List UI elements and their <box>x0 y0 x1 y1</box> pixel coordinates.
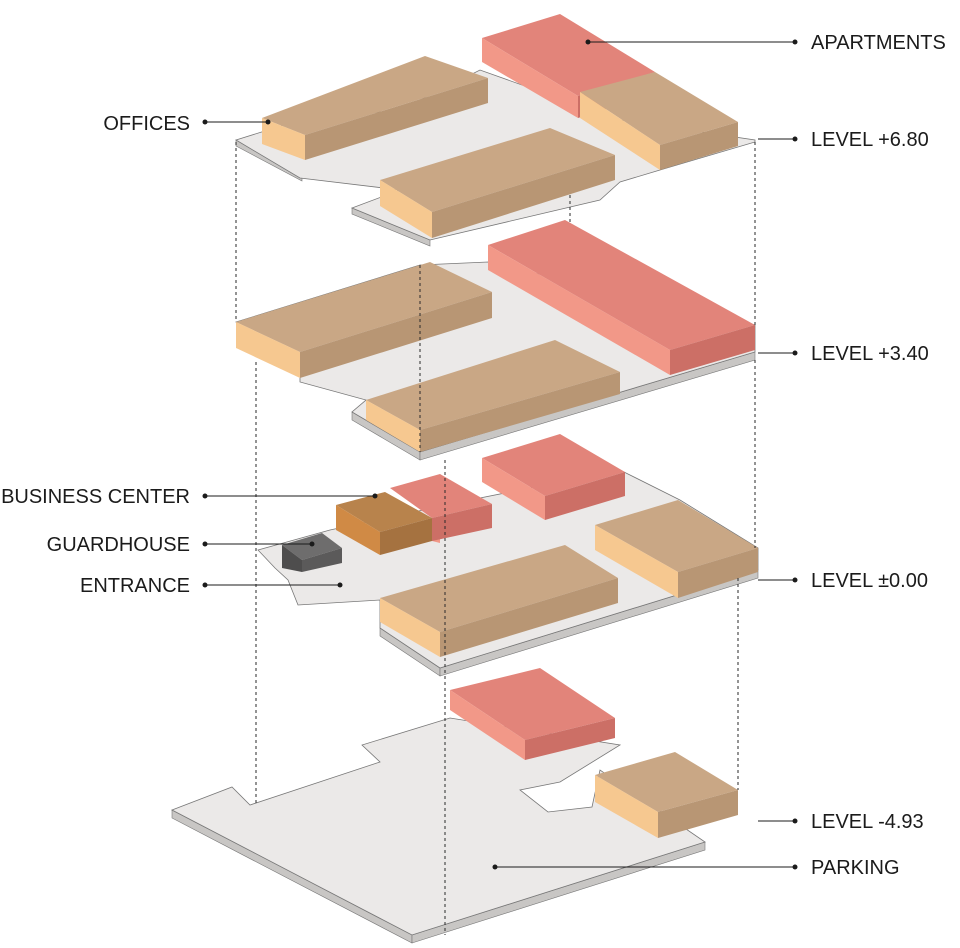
leader-dot <box>202 582 208 588</box>
block-front <box>336 505 380 555</box>
block-side <box>658 790 738 838</box>
block-top <box>380 545 618 632</box>
block-top <box>236 262 492 352</box>
block-side <box>302 548 342 572</box>
block-front <box>380 598 440 657</box>
leader-dot <box>372 493 378 499</box>
block-side <box>432 504 492 541</box>
block-top <box>380 128 615 212</box>
leader-dot <box>337 582 343 588</box>
leader-dot <box>585 39 591 45</box>
block-side <box>678 548 758 598</box>
ground-office-block-long <box>380 545 618 657</box>
block-side <box>670 325 755 375</box>
leader-dot <box>792 350 798 356</box>
label-business-center: BUSINESS CENTER <box>1 486 190 508</box>
block-side <box>660 122 738 170</box>
ground-office-block-right <box>595 500 758 598</box>
block-front <box>580 92 660 170</box>
leader-dot <box>792 577 798 583</box>
leader-dot <box>202 541 208 547</box>
label-apartments: APARTMENTS <box>811 32 946 54</box>
leader-dot <box>792 864 798 870</box>
label-level-493: LEVEL -4.93 <box>811 811 924 833</box>
level680-office-block-right <box>580 72 738 170</box>
block-top <box>390 474 492 518</box>
block-side <box>420 372 620 452</box>
level-plus-3-40-group <box>235 220 756 461</box>
label-parking: PARKING <box>811 857 900 879</box>
level-plus-6-80-group <box>235 14 756 247</box>
block-front <box>595 775 658 838</box>
block-front <box>488 245 670 375</box>
block-top <box>482 14 655 96</box>
parking-slab <box>171 717 706 936</box>
block-side <box>300 292 492 378</box>
label-entrance: ENTRANCE <box>80 575 190 597</box>
block-top <box>595 752 738 812</box>
block-side <box>432 155 615 238</box>
block-side <box>545 472 625 520</box>
parking-apartment-block <box>450 668 615 760</box>
block-top <box>450 668 615 740</box>
leader-dot <box>792 818 798 824</box>
leader-dot <box>202 119 208 125</box>
block-front <box>282 545 302 572</box>
block-top <box>262 56 488 135</box>
leader-dot <box>202 493 208 499</box>
level680-office-block-front <box>380 128 615 238</box>
block-front <box>366 400 420 452</box>
vertical-guides <box>235 142 756 935</box>
block-front <box>595 525 678 598</box>
block-top <box>580 72 738 145</box>
label-level-340: LEVEL +3.40 <box>811 343 929 365</box>
ground-apartment-block <box>482 434 625 520</box>
block-front <box>450 690 525 760</box>
block-top <box>482 434 625 496</box>
block-side <box>440 578 618 657</box>
block-front <box>482 38 578 118</box>
level-0-00-group <box>257 434 759 677</box>
block-top <box>366 340 620 430</box>
block-front <box>262 118 305 160</box>
leader-dot <box>792 136 798 142</box>
label-level-000: LEVEL ±0.00 <box>811 570 928 592</box>
block-side <box>305 78 488 160</box>
block-side <box>380 518 432 555</box>
leader-dot <box>492 864 498 870</box>
parking-office-block <box>595 752 738 838</box>
block-top <box>595 500 758 572</box>
leader-dot <box>309 541 315 547</box>
level340-office-block-left <box>236 262 492 378</box>
ground-apartment-block-small <box>390 474 492 543</box>
labels: APARTMENTS OFFICES LEVEL +6.80 LEVEL +3.… <box>1 32 946 879</box>
level340-office-block-front <box>366 340 620 452</box>
leader-dot <box>792 39 798 45</box>
level340-apartment-block <box>488 220 755 375</box>
business-center-block <box>336 492 432 555</box>
level680-office-block-left <box>262 56 488 160</box>
block-front <box>236 322 300 378</box>
label-guardhouse: GUARDHOUSE <box>47 534 190 556</box>
label-level-680: LEVEL +6.80 <box>811 129 929 151</box>
level-minus-4-93-group <box>171 668 738 944</box>
block-top <box>336 492 432 532</box>
label-offices: OFFICES <box>103 113 190 135</box>
block-top <box>488 220 755 350</box>
block-front <box>482 458 545 520</box>
block-side <box>525 718 615 760</box>
leader-dot <box>265 119 271 125</box>
leaders <box>202 39 798 870</box>
block-front <box>380 180 432 238</box>
